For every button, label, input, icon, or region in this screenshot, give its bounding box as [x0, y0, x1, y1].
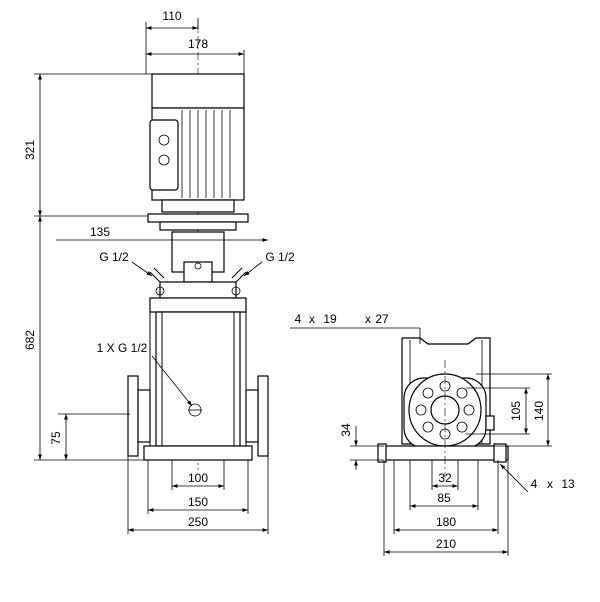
front-dimensions	[34, 18, 269, 534]
dim-foot-count: 4	[531, 477, 538, 491]
terminal-gland-icon	[158, 134, 170, 146]
dim-bolt-dia: 19	[323, 312, 337, 326]
motor-foot	[161, 199, 235, 213]
dim-gauge-right: G 1/2	[265, 250, 295, 264]
motor-flange	[147, 213, 249, 223]
pump-base	[143, 445, 253, 461]
dim-base-150: 150	[188, 495, 208, 509]
dim-times-3: x	[547, 477, 553, 491]
dim-times-1: x	[309, 312, 315, 326]
motor-fins	[181, 110, 231, 198]
inlet-flange	[127, 375, 139, 457]
foot-left	[377, 443, 387, 463]
gauge-plug-left-icon	[149, 267, 165, 283]
side-base	[383, 445, 509, 461]
dim-overall-height: 682	[23, 330, 37, 350]
dim-port-height: 75	[49, 431, 63, 445]
dim-motor-offset: 110	[162, 9, 181, 23]
pump-top-plate	[149, 297, 247, 313]
bolt-hole-icon	[456, 421, 468, 433]
dim-foot-hole: 13	[561, 477, 575, 491]
dim-base-250: 250	[188, 515, 208, 529]
dim-flange-140: 140	[532, 401, 546, 421]
coupling	[183, 261, 213, 283]
dim-drain: 1 X G 1/2	[97, 341, 148, 355]
pump-head	[159, 281, 237, 299]
dim-bolt-count: 4	[295, 312, 302, 326]
dim-bolt-circle: 27	[375, 312, 389, 326]
dim-base-210: 210	[436, 537, 456, 551]
dim-base-85: 85	[437, 491, 451, 505]
gauge-plug-right-icon	[231, 267, 247, 283]
inlet-neck	[137, 389, 151, 443]
dim-height-34: 34	[339, 423, 353, 437]
motor-cowl	[151, 73, 245, 109]
dim-base-180: 180	[436, 515, 456, 529]
dim-flange-105: 105	[509, 401, 523, 421]
bolt-hole-icon	[463, 404, 475, 416]
outlet-neck	[245, 389, 259, 443]
outlet-flange	[257, 375, 269, 457]
side-dimensions	[290, 327, 552, 556]
motor-flange-lower	[159, 221, 237, 231]
bolt-hole-icon	[456, 387, 468, 399]
bolt-hole-icon	[415, 404, 427, 416]
dim-base-32: 32	[438, 471, 452, 485]
dim-times-2: x	[365, 312, 371, 326]
dim-motor-width: 178	[188, 37, 208, 51]
bolt-hole-icon	[422, 421, 434, 433]
dim-motor-height: 321	[23, 140, 37, 160]
terminal-gland-icon	[158, 154, 170, 166]
bolt-hole-icon	[422, 387, 434, 399]
dim-flange-width: 135	[90, 225, 110, 239]
dim-base-100: 100	[188, 471, 208, 485]
pump-sleeve	[155, 311, 241, 447]
side-plug	[485, 415, 495, 431]
foot-right	[493, 443, 507, 463]
dim-gauge-left: G 1/2	[99, 250, 129, 264]
side-view	[377, 337, 509, 478]
front-view	[127, 20, 269, 470]
